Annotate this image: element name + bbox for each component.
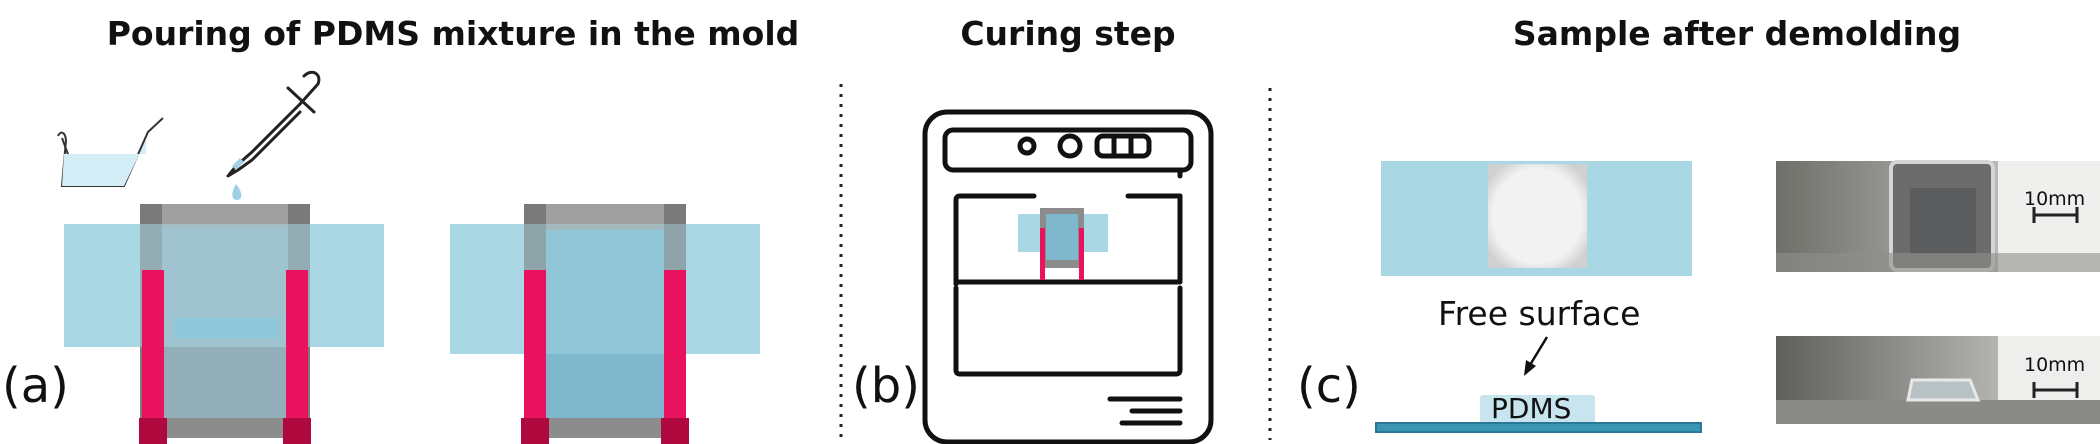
- demolded-top-view: [1381, 161, 1692, 276]
- oven-mold: [1018, 208, 1108, 280]
- photo-top: [1776, 160, 2100, 272]
- beaker-glass: [57, 117, 164, 187]
- demolded-side-view: [1375, 395, 1702, 433]
- title-curing: Curing step: [960, 14, 1176, 53]
- clamp-left-2: [521, 270, 549, 444]
- scale-label-top: 10mm: [2024, 188, 2086, 210]
- title-demolding: Sample after demolding: [1512, 14, 1962, 53]
- panel-label-c: (c): [1297, 358, 1361, 414]
- panel-label-b: (b): [852, 358, 920, 414]
- scale-label-bottom: 10mm: [2024, 354, 2086, 376]
- pdms-label: PDMS: [1491, 392, 1572, 425]
- mold-pouring: [64, 204, 384, 438]
- arrow-icon: [1524, 336, 1549, 376]
- clamp-left-1: [139, 270, 167, 444]
- drop-icon: [232, 184, 242, 200]
- free-surface-label: Free surface: [1438, 294, 1641, 333]
- photo-bottom: [1776, 336, 2100, 424]
- mold-filled: [450, 204, 760, 438]
- title-pouring: Pouring of PDMS mixture in the mold: [106, 14, 800, 53]
- panel-label-a: (a): [2, 358, 69, 414]
- pipette-icon: [226, 70, 321, 178]
- clamp-right-2: [661, 270, 689, 444]
- clamp-right-1: [283, 270, 311, 444]
- oven-icon: [922, 109, 1214, 444]
- pipette-tip: [232, 158, 244, 170]
